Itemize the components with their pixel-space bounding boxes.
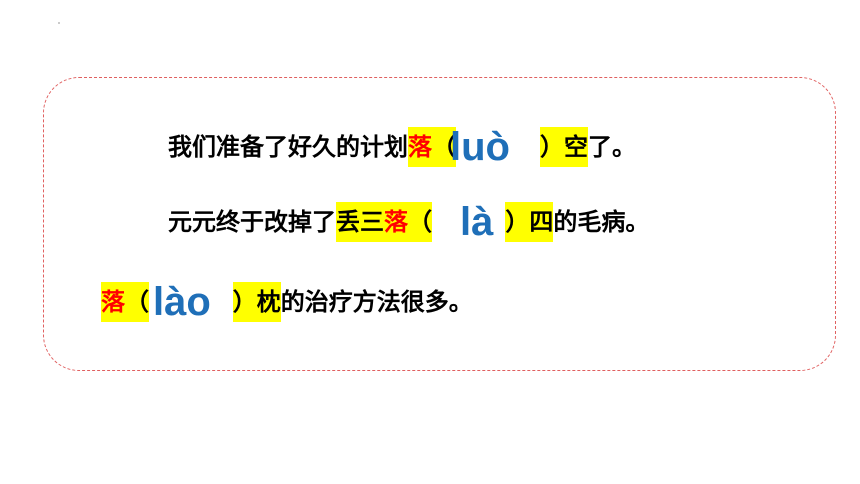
sentence-1-open-paren: （ (432, 127, 456, 167)
sentence-3-after: 的治疗方法很多。 (280, 288, 473, 316)
sentence-2-pinyin: là (460, 200, 494, 244)
sentence-3-pinyin: lào (153, 280, 211, 324)
sentence-2-gap-right (493, 202, 505, 242)
sentence-2-open-paren: （ (408, 202, 432, 242)
sentence-2-close-paren: ） (505, 202, 530, 242)
sentence-3-target-char: 落 (101, 282, 125, 322)
sentence-3-open-paren: （ (125, 282, 149, 322)
sentence-1-close-paren: ） (539, 127, 564, 167)
sentence-2-target-char: 落 (384, 202, 408, 242)
sentence-2-gap-left (432, 202, 460, 242)
sentence-1-gap (510, 127, 540, 167)
sentence-1-after: 了。 (587, 133, 636, 161)
sentence-1-pinyin: luò (450, 125, 510, 169)
corner-dot (58, 22, 60, 24)
sentence-2-after: 的毛病。 (553, 208, 650, 236)
sentence-2-after-highlight: 四 (529, 202, 554, 242)
dashed-frame (43, 77, 836, 371)
sentence-2: 元元终于改掉了 丢三 落 （ là ） 四 的毛病。 (168, 202, 649, 242)
sentence-3-close-paren: ） (232, 282, 257, 322)
sentence-1-target-char: 落 (408, 127, 432, 167)
sentence-3-gap (211, 282, 233, 322)
sentence-2-before: 元元终于改掉了 (168, 208, 336, 236)
sentence-2-highlight-word: 丢三 (336, 202, 384, 242)
sentence-3-after-highlight: 枕 (256, 282, 281, 322)
sentence-1: 我们准备了好久的计划 落 （ luò ） 空 了。 (168, 127, 636, 167)
sentence-3: 落 （ lào ） 枕 的治疗方法很多。 (101, 282, 473, 322)
sentence-1-after-highlight: 空 (563, 127, 588, 167)
sentence-1-before: 我们准备了好久的计划 (168, 133, 408, 161)
